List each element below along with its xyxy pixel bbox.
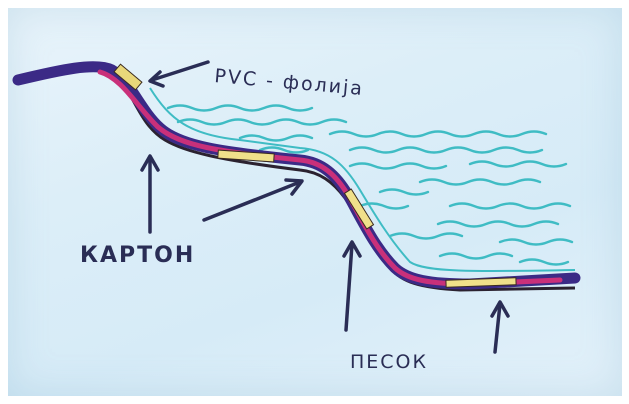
arrow-pesok-2 [492, 302, 508, 352]
wave-line [350, 148, 542, 153]
wave-line [360, 204, 408, 209]
arrow-pesok-1 [344, 242, 360, 330]
arrow-karton-2 [204, 180, 302, 220]
shoreline [150, 88, 575, 271]
wave-line [390, 234, 462, 239]
wave-line [500, 240, 572, 245]
arrow-karton-1 [142, 156, 158, 232]
wave-line [420, 180, 540, 185]
wave-line [450, 204, 570, 209]
wave-line [438, 222, 558, 227]
wave-line [240, 136, 312, 141]
wave-line [350, 164, 446, 169]
wave-line [440, 254, 512, 259]
label-pesok: ПЕСОК [350, 351, 428, 373]
wave-line [470, 162, 566, 167]
wave-line [168, 106, 312, 111]
wave-line [178, 120, 346, 125]
wave-line [380, 190, 428, 195]
label-pvc-foil: PVC - фолија [214, 65, 365, 100]
wave-line [520, 260, 568, 265]
pointer-arrows [142, 62, 508, 352]
label-karton: КАРТОН [80, 243, 195, 268]
arrow-to-pvc-foil [150, 62, 208, 86]
wave-line [330, 132, 546, 137]
